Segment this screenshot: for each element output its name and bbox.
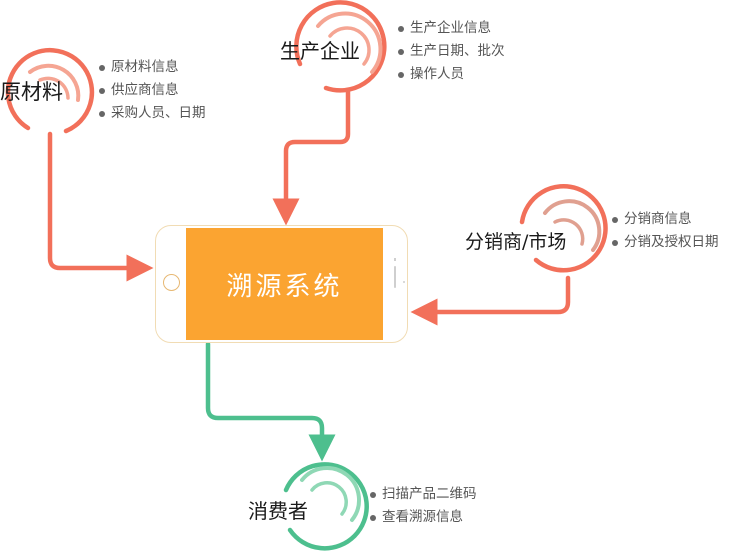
edge-manufacturer-to-system	[272, 89, 351, 226]
node-ring-manufacturer	[294, 0, 387, 93]
detail-item: 查看溯源信息	[370, 506, 477, 529]
node-ring-distributor	[519, 184, 608, 273]
phone-sensor-icon	[394, 258, 396, 261]
node-label-distributor: 分销商/市场	[465, 231, 567, 253]
edge-distributor-to-system	[410, 275, 571, 326]
traceability-system-screen: 溯源系统	[186, 228, 383, 340]
detail-item: 操作人员	[398, 63, 505, 86]
consumer-details: 扫描产品二维码 查看溯源信息	[370, 483, 477, 529]
detail-item: 生产企业信息	[398, 17, 505, 40]
node-ring-raw-materials	[5, 47, 95, 134]
detail-item: 扫描产品二维码	[370, 483, 477, 506]
node-label-raw-materials: 原材料	[0, 80, 63, 104]
detail-item: 分销及授权日期	[612, 231, 719, 254]
detail-item: 供应商信息	[99, 79, 206, 102]
detail-item: 采购人员、日期	[99, 102, 206, 125]
node-ring-consumer	[283, 462, 369, 551]
node-label-consumer: 消费者	[248, 499, 308, 523]
phone-home-button-icon	[163, 274, 180, 291]
detail-item: 生产日期、批次	[398, 40, 505, 63]
system-title: 溯源系统	[226, 271, 343, 302]
edge-raw-materials-to-system	[47, 131, 154, 282]
detail-item: 原材料信息	[99, 56, 206, 79]
manufacturer-details: 生产企业信息 生产日期、批次 操作人员	[398, 17, 505, 86]
node-label-manufacturer: 生产企业	[280, 39, 360, 63]
detail-item: 分销商信息	[612, 208, 719, 231]
phone-speaker-icon	[394, 266, 396, 288]
distributor-details: 分销商信息 分销及授权日期	[612, 208, 719, 254]
edge-system-to-consumer	[205, 341, 336, 462]
raw-materials-details: 原材料信息 供应商信息 采购人员、日期	[99, 56, 206, 125]
phone-camera-icon	[403, 281, 405, 283]
